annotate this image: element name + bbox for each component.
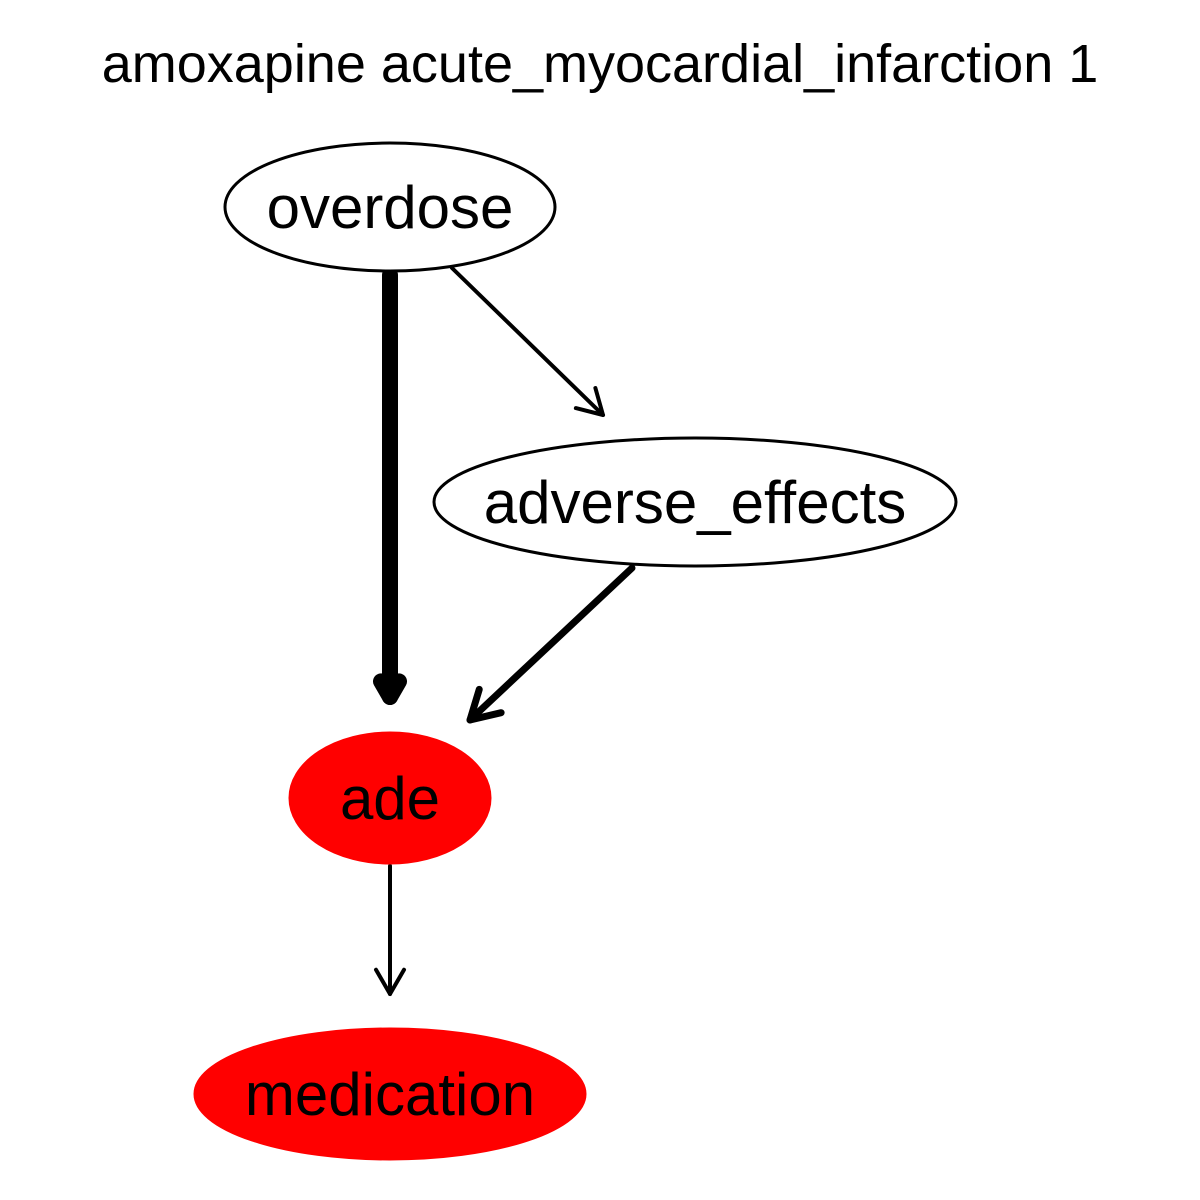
node-ellipse [193,1027,587,1161]
edge-adverse_effects-to-ade [466,564,636,724]
node-ade: ade [288,731,492,865]
node-label: ade [340,765,440,832]
edges-layer [373,266,636,996]
node-overdose: overdose [223,141,557,273]
node-label: adverse_effects [484,469,907,536]
edge-overdose-to-adverse_effects [450,266,605,417]
arrow-head [573,386,605,417]
node-adverse-effects: adverse_effects [432,436,958,568]
edge-line [466,564,636,724]
edge-overdose-to-ade [373,267,407,705]
arrow-head [466,685,505,724]
node-ellipse [223,141,557,273]
node-label: overdose [267,174,514,241]
node-medication: medication [193,1027,587,1161]
graph-title: amoxapine acute_myocardial_infarction 1 [102,34,1099,94]
node-label: medication [245,1061,535,1128]
arrow-head [374,967,406,996]
node-ellipse [288,731,492,865]
edge-ade-to-medication [374,864,406,996]
node-ellipse [432,436,958,568]
edge-line [450,266,605,417]
arrow-head [373,673,407,705]
